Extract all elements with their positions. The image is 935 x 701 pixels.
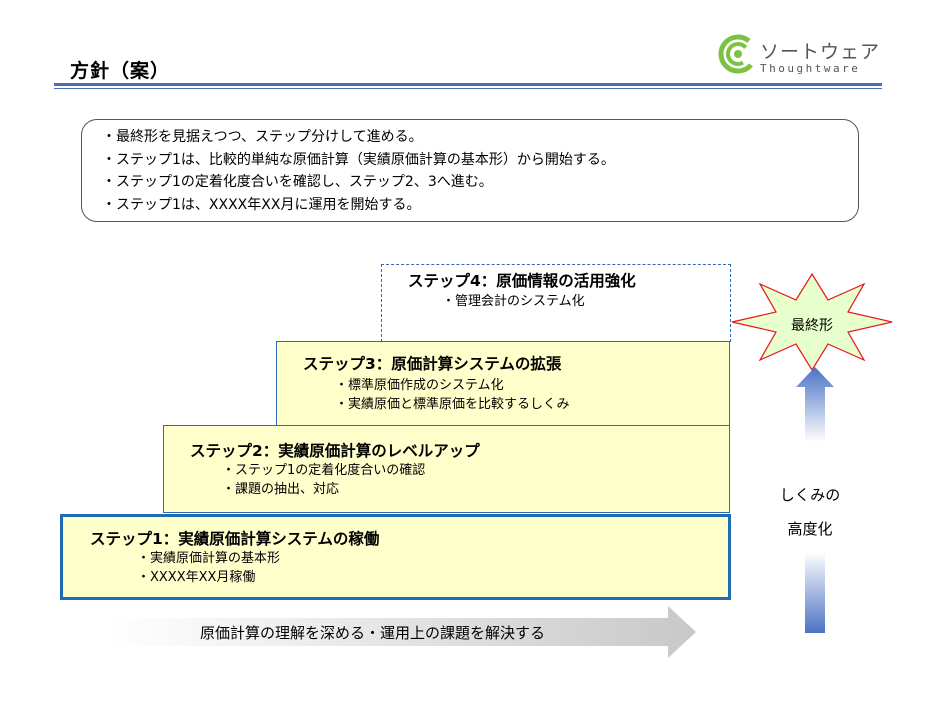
right-arrow-icon xyxy=(108,606,696,658)
step-1-heading: ステップ1：実績原価計算システムの稼働 xyxy=(90,530,380,548)
up-arrow-icon xyxy=(796,367,834,633)
step-2-item: ・ステップ1の定着化度合いの確認 xyxy=(222,463,426,478)
thoughtware-logo xyxy=(718,34,758,74)
policy-line: ・最終形を見据えつつ、ステップ分けして進める。 xyxy=(102,129,423,145)
step-1-item: ・XXXX年XX月稼働 xyxy=(137,570,256,585)
side-label: しくみの 高度化 xyxy=(770,478,850,546)
final-form-label: 最終形 xyxy=(791,318,833,334)
step-3-item: ・実績原価と標準原価を比較するしくみ xyxy=(335,397,570,412)
step-2-box: ステップ2：実績原価計算のレベルアップ ・ステップ1の定着化度合いの確認 ・課題… xyxy=(163,425,730,513)
step-3-box: ステップ3：原価計算システムの拡張 ・標準原価作成のシステム化 ・実績原価と標準… xyxy=(276,341,730,426)
step-4-item: ・管理会計のシステム化 xyxy=(442,294,585,309)
step-1-box: ステップ1：実績原価計算システムの稼働 ・実績原価計算の基本形 ・XXXX年XX… xyxy=(60,514,731,600)
step-4-box: ステップ4：原価情報の活用強化 ・管理会計のシステム化 xyxy=(381,264,731,342)
policy-line: ・ステップ1は、XXXX年XX月に運用を開始する。 xyxy=(102,196,421,213)
logo-text-ja: ソートウェア xyxy=(760,41,881,63)
title-rule-thin xyxy=(54,88,882,89)
title-rule-thick xyxy=(54,83,882,86)
step-2-heading: ステップ2：実績原価計算のレベルアップ xyxy=(190,442,480,460)
side-label-line1: しくみの xyxy=(779,486,841,504)
step-4-heading: ステップ4：原価情報の活用強化 xyxy=(408,272,636,290)
bottom-arrow-text: 原価計算の理解を深める・運用上の課題を解決する xyxy=(200,624,546,642)
policy-line: ・ステップ1の定着化度合いを確認し、ステップ2、3へ進む。 xyxy=(102,174,493,190)
step-3-heading: ステップ3：原価計算システムの拡張 xyxy=(303,355,562,373)
step-3-item: ・標準原価作成のシステム化 xyxy=(335,378,504,393)
side-label-line2: 高度化 xyxy=(787,520,833,538)
step-1-item: ・実績原価計算の基本形 xyxy=(137,551,281,566)
final-form-star xyxy=(731,272,893,372)
page-title: 方針（案） xyxy=(70,60,171,82)
policy-line: ・ステップ1は、比較的単純な原価計算（実績原価計算の基本形）から開始する。 xyxy=(102,151,615,168)
step-2-item: ・課題の抽出、対応 xyxy=(222,482,340,497)
policy-box: ・最終形を見据えつつ、ステップ分けして進める。 ・ステップ1は、比較的単純な原価… xyxy=(81,119,859,222)
logo-text-en: Thoughtware xyxy=(760,62,861,75)
